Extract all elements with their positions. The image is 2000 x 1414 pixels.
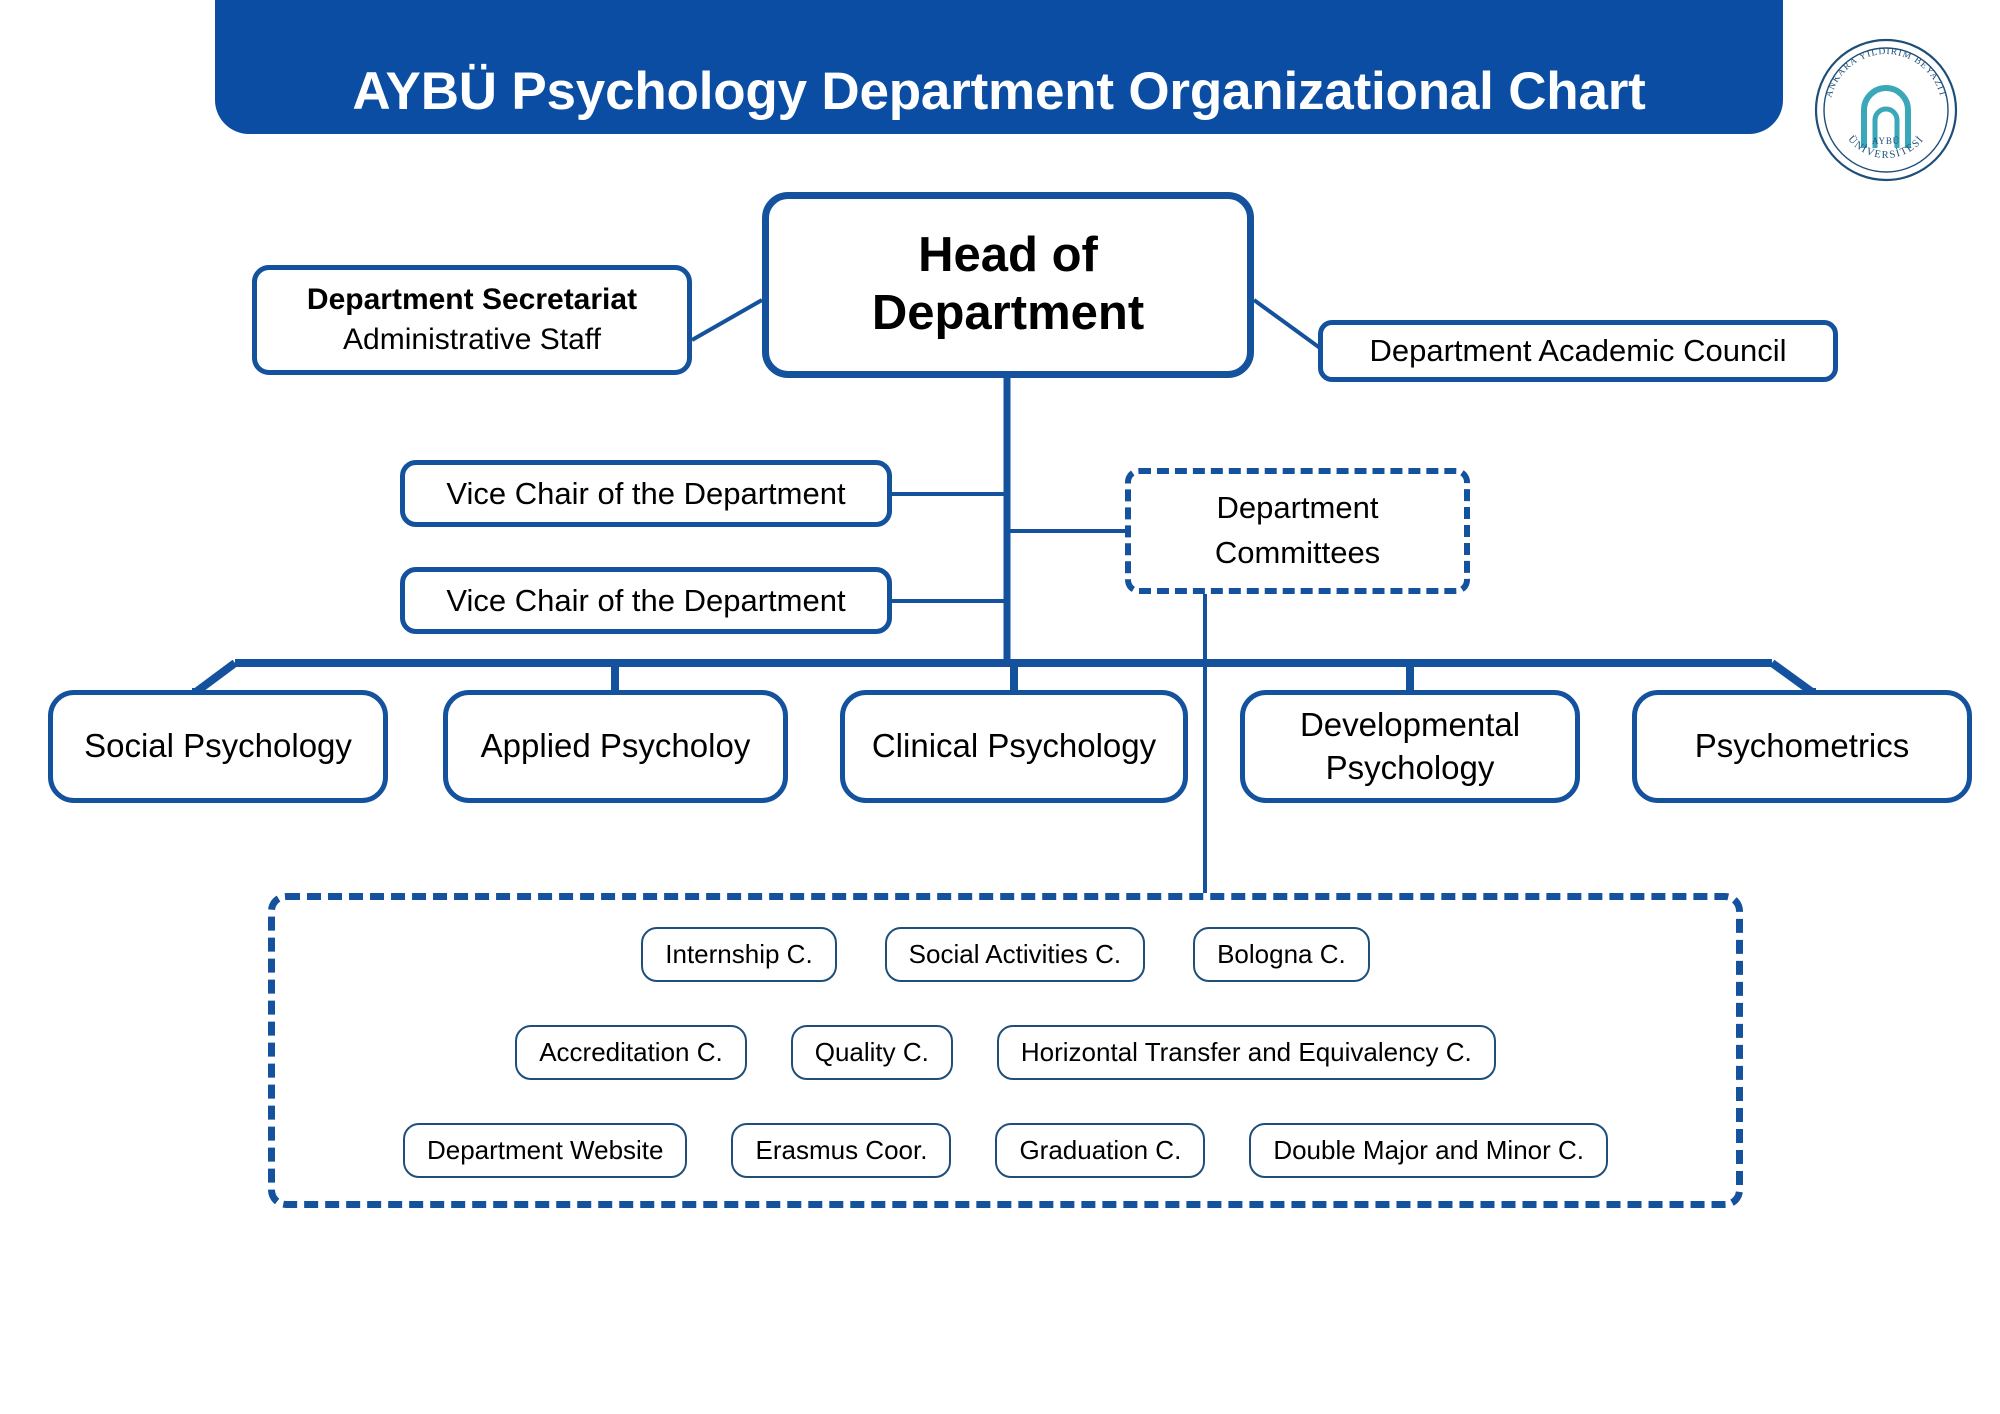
chip-quality-committee[interactable]: Quality C. xyxy=(790,1025,953,1080)
chip-bologna-committee[interactable]: Bologna C. xyxy=(1193,927,1370,982)
secretariat-subtitle: Administrative Staff xyxy=(343,323,601,356)
page-title: AYBÜ Psychology Department Organizationa… xyxy=(352,62,1646,122)
division-3-label-line-2: Psychology xyxy=(1325,748,1495,786)
committee-pool-container: Internship C. Social Activities C. Bolog… xyxy=(268,893,1743,1208)
chip-social-activities-committee[interactable]: Social Activities C. xyxy=(884,927,1146,982)
aybu-university-seal-logo: ANKARA YILDIRIM BEYAZIT ÜNİVERSİTESİ AYB… xyxy=(1812,36,1960,184)
node-division-clinical-psychology[interactable]: Clinical Psychology xyxy=(840,690,1188,803)
chip-internship-committee[interactable]: Internship C. xyxy=(641,927,837,982)
chip-double-major-minor-committee[interactable]: Double Major and Minor C. xyxy=(1249,1123,1609,1178)
node-department-academic-council[interactable]: Department Academic Council xyxy=(1318,320,1838,382)
node-division-social-psychology[interactable]: Social Psychology xyxy=(48,690,388,803)
seal-icon: ANKARA YILDIRIM BEYAZIT ÜNİVERSİTESİ AYB… xyxy=(1814,38,1958,182)
node-vice-chair-1[interactable]: Vice Chair of the Department xyxy=(400,460,892,527)
committee-row-2: Accreditation C. Quality C. Horizontal T… xyxy=(275,1025,1736,1080)
node-department-committees[interactable]: Department Committees xyxy=(1125,468,1470,594)
division-0-label: Social Psychology xyxy=(84,727,352,765)
division-4-label: Psychometrics xyxy=(1694,727,1910,765)
vice-chair-2-label: Vice Chair of the Department xyxy=(446,582,846,618)
svg-text:AYBÜ: AYBÜ xyxy=(1872,136,1900,146)
node-head-of-department[interactable]: Head of Department xyxy=(762,192,1254,378)
chip-accreditation-committee[interactable]: Accreditation C. xyxy=(515,1025,747,1080)
title-banner: AYBÜ Psychology Department Organizationa… xyxy=(215,0,1783,134)
division-3-label-line-1: Developmental xyxy=(1299,705,1521,743)
head-line-1: Head of xyxy=(918,228,1098,283)
committees-line-1: Department xyxy=(1216,490,1379,526)
committees-line-2: Committees xyxy=(1214,535,1381,570)
node-vice-chair-2[interactable]: Vice Chair of the Department xyxy=(400,567,892,634)
secretariat-title: Department Secretariat xyxy=(306,283,638,317)
node-division-psychometrics[interactable]: Psychometrics xyxy=(1632,690,1972,803)
council-label: Department Academic Council xyxy=(1369,333,1787,368)
node-department-secretariat[interactable]: Department Secretariat Administrative St… xyxy=(252,265,692,375)
chip-department-website[interactable]: Department Website xyxy=(402,1123,688,1178)
node-division-applied-psychology[interactable]: Applied Psycholoy xyxy=(443,690,788,803)
division-2-label: Clinical Psychology xyxy=(871,727,1157,765)
chip-horizontal-transfer-equivalency-committee[interactable]: Horizontal Transfer and Equivalency C. xyxy=(996,1025,1496,1080)
node-division-developmental-psychology[interactable]: Developmental Psychology xyxy=(1240,690,1580,803)
head-line-2: Department xyxy=(871,286,1145,340)
vice-chair-1-label: Vice Chair of the Department xyxy=(446,475,846,511)
committee-row-3: Department Website Erasmus Coor. Graduat… xyxy=(275,1123,1736,1178)
committee-row-1: Internship C. Social Activities C. Bolog… xyxy=(275,927,1736,982)
chip-erasmus-coordinator[interactable]: Erasmus Coor. xyxy=(731,1123,952,1178)
division-1-label: Applied Psycholoy xyxy=(480,727,751,765)
chip-graduation-committee[interactable]: Graduation C. xyxy=(995,1123,1206,1178)
